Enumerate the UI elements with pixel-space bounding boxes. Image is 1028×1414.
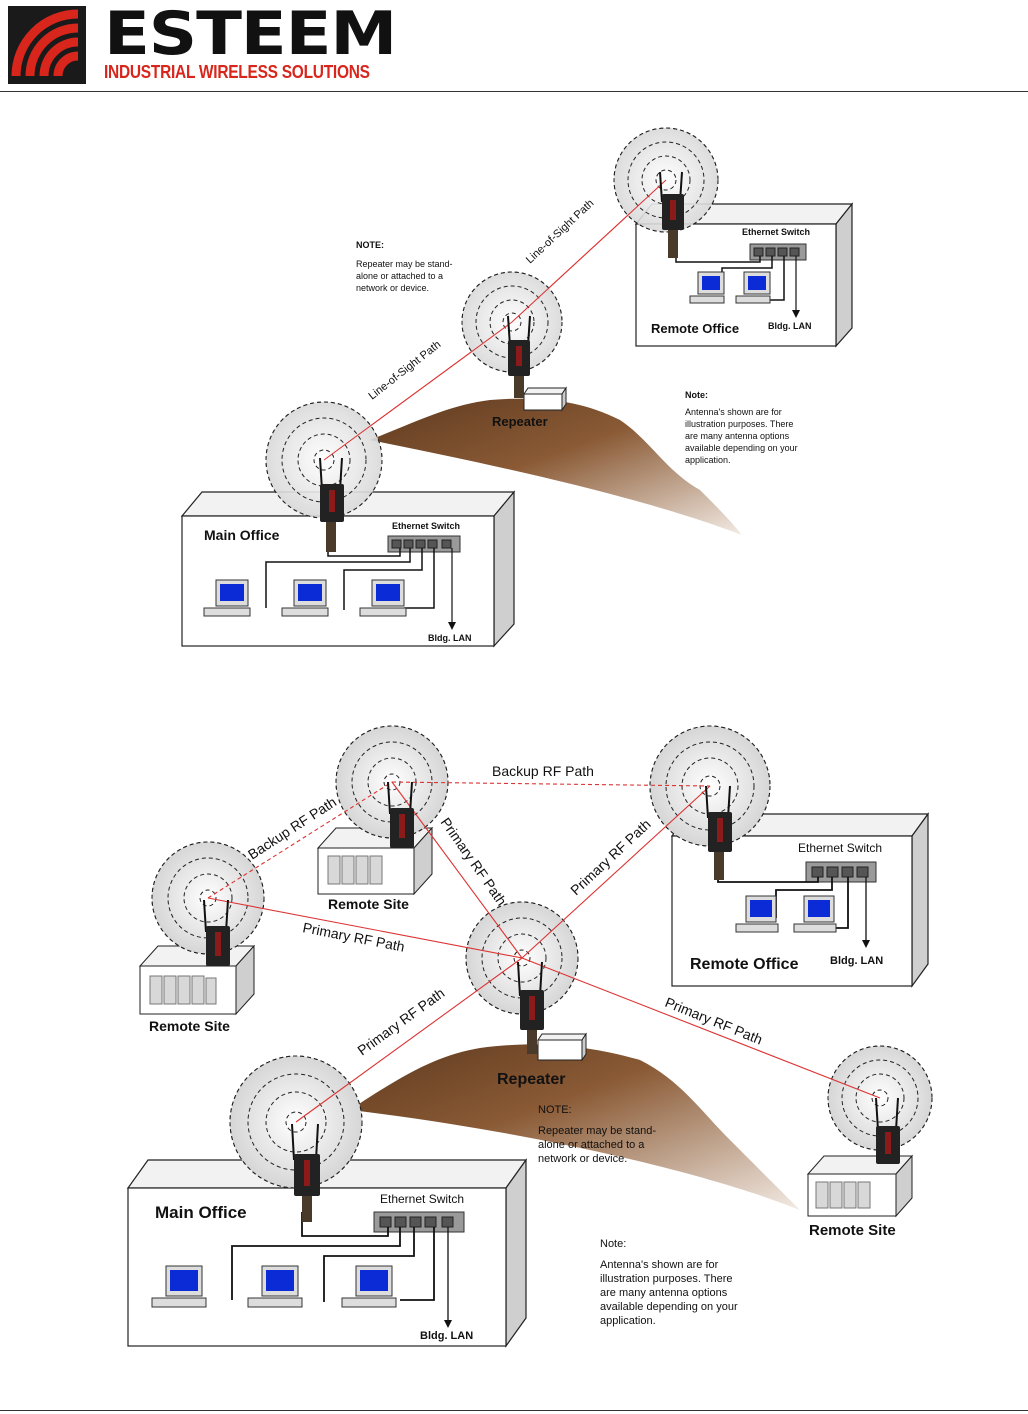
svg-text:network or device.: network or device.	[356, 283, 429, 293]
svg-text:illustration purposes. There: illustration purposes. There	[600, 1273, 732, 1285]
repeater-note: NOTE: Repeater may be stand- alone or at…	[538, 1104, 656, 1165]
remote-site-left	[138, 944, 256, 1016]
radio-antenna-icon	[387, 781, 414, 848]
main-office-building: Main Office Ethernet Switch Bldg.	[180, 490, 516, 648]
brand-name: ESTEEM	[104, 0, 397, 69]
main-office-label: Main Office	[155, 1203, 247, 1222]
radio-antenna-icon	[203, 899, 230, 966]
repeater-label: Repeater	[492, 414, 548, 429]
remote-site-right	[806, 1154, 914, 1218]
ethernet-switch-ports	[379, 1216, 454, 1228]
header-divider	[0, 91, 1028, 92]
computer-icon	[203, 579, 251, 617]
computer-icon	[247, 1265, 303, 1308]
svg-text:are many antenna options: are many antenna options	[600, 1287, 728, 1299]
ethernet-switch-ports	[753, 247, 800, 257]
page-header: ESTEEM INDUSTRIAL WIRELESS SOLUTIONS	[0, 0, 1028, 92]
antenna-note: Note: Antenna's shown are for illustrati…	[600, 1238, 738, 1327]
plc-rack-icon	[815, 1181, 871, 1209]
computer-icon	[341, 1265, 397, 1308]
path-label: Primary RF Path	[301, 919, 406, 954]
main-office-lan-label: Bldg. LAN	[428, 633, 472, 643]
svg-text:Repeater may be stand-: Repeater may be stand-	[538, 1125, 656, 1137]
plc-rack-icon	[149, 975, 217, 1005]
radio-antenna-icon	[659, 171, 684, 258]
remote-site-top	[316, 826, 434, 896]
main-office-building: Main Office Ethernet Switch Bldg.	[126, 1158, 528, 1348]
svg-text:available depending on your: available depending on your	[685, 443, 798, 453]
computer-icon	[281, 579, 329, 617]
path-label: Primary RF Path	[567, 816, 654, 898]
hill	[370, 398, 742, 535]
remote-site-label: Remote Site	[809, 1222, 896, 1239]
remote-office-lan-label: Bldg. LAN	[768, 321, 812, 331]
radio-antenna-icon	[319, 457, 344, 552]
svg-text:illustration purposes. There: illustration purposes. There	[685, 419, 793, 429]
main-office-lan-label: Bldg. LAN	[420, 1330, 473, 1342]
path-label: Primary RF Path	[438, 815, 510, 909]
remote-office-switch-label: Ethernet Switch	[798, 841, 882, 855]
hill	[350, 1044, 800, 1210]
remote-office-lan-label: Bldg. LAN	[830, 955, 883, 967]
repeater-device-box	[523, 386, 567, 412]
svg-text:alone or attached to a: alone or attached to a	[538, 1139, 645, 1151]
svg-text:application.: application.	[685, 455, 731, 465]
radio-antenna-icon	[875, 1097, 900, 1164]
repeater-label: Repeater	[497, 1071, 565, 1088]
svg-text:are many antenna options: are many antenna options	[685, 431, 790, 441]
main-office-label: Main Office	[204, 527, 280, 543]
svg-text:Antenna's shown are for: Antenna's shown are for	[600, 1259, 719, 1271]
repeater-note: NOTE: Repeater may be stand- alone or at…	[356, 240, 453, 293]
remote-office-label: Remote Office	[651, 321, 739, 336]
computer-icon	[735, 271, 771, 304]
svg-text:available depending on your: available depending on your	[600, 1301, 738, 1313]
radio-antenna-icon	[705, 785, 732, 880]
computer-icon	[689, 271, 725, 304]
svg-text:Repeater may be stand-: Repeater may be stand-	[356, 259, 453, 269]
computer-icon	[793, 895, 837, 933]
remote-office-switch-label: Ethernet Switch	[742, 227, 810, 237]
path-label: Backup RF Path	[492, 763, 594, 779]
svg-text:alone or attached to a: alone or attached to a	[356, 271, 443, 281]
repeater-device-box	[537, 1032, 587, 1062]
path-label: Primary RF Path	[663, 994, 765, 1048]
brand-tagline: INDUSTRIAL WIRELESS SOLUTIONS	[104, 62, 370, 82]
main-office-switch-label: Ethernet Switch	[380, 1192, 464, 1206]
computer-icon	[359, 579, 407, 617]
computer-icon	[735, 895, 779, 933]
radio-antenna-icon	[507, 315, 531, 398]
ethernet-switch-ports	[391, 539, 452, 549]
footer-divider	[0, 1410, 1028, 1411]
svg-text:Antenna's shown are for: Antenna's shown are for	[685, 407, 782, 417]
svg-text:network or device.: network or device.	[538, 1153, 627, 1165]
diagram-repeater-network: Ethernet Switch Remote Office Bldg. LAN …	[180, 127, 854, 648]
radio-waves-logo-icon	[8, 6, 86, 84]
radio-antenna-icon	[291, 1123, 320, 1222]
svg-text:NOTE:: NOTE:	[538, 1104, 572, 1116]
plc-rack-icon	[327, 855, 383, 885]
remote-site-label: Remote Site	[149, 1018, 230, 1034]
radio-antenna-icon	[517, 961, 544, 1054]
remote-office-building: Ethernet Switch Remote Office Bldg. LAN	[670, 812, 930, 988]
svg-text:Note:: Note:	[600, 1238, 626, 1250]
svg-text:NOTE:: NOTE:	[356, 240, 384, 250]
remote-site-label: Remote Site	[328, 896, 409, 912]
svg-text:Note:: Note:	[685, 390, 708, 400]
computer-icon	[151, 1265, 207, 1308]
antenna-note: Note: Antenna's shown are for illustrati…	[685, 390, 798, 465]
main-office-switch-label: Ethernet Switch	[392, 521, 460, 531]
svg-text:application.: application.	[600, 1315, 656, 1327]
remote-office-label: Remote Office	[690, 956, 799, 973]
backup-rf-paths	[207, 781, 711, 899]
